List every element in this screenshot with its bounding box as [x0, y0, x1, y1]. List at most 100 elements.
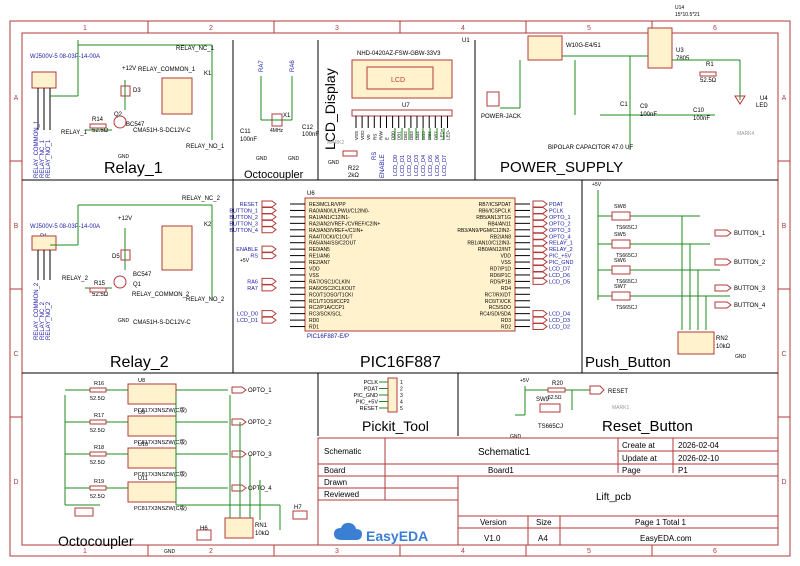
relay1-block: WJ500V-5 08-03P-14-00A P2 RELAY_COMMON_1…: [30, 40, 225, 178]
osc-c11-val: 100nF: [240, 137, 257, 143]
lcd-pin-label: R/W: [378, 131, 383, 141]
opto-net-flag: [231, 450, 247, 458]
osc-crystal: [271, 113, 283, 127]
lcd-pin-label: DB5: [421, 131, 426, 140]
pic-net-left: LCD_D1: [237, 318, 258, 324]
border-col-label: 4: [461, 25, 465, 32]
power-regulator: [647, 27, 673, 69]
pickit-pin-number: 2: [400, 387, 403, 393]
power-bridge: [527, 35, 563, 61]
tb-update-label: Update at: [622, 454, 657, 463]
opto-block: U8PC817X3NSZW(C版)R1652.5ΩOPTO_1U9PC817X3…: [58, 378, 308, 555]
opto-connector-h7: [292, 510, 308, 520]
pic-pin-right: VSS: [501, 260, 512, 266]
tb-page-label: Page: [622, 466, 641, 475]
opto-u-ref: U11: [138, 476, 148, 482]
pic-pin-right: RB3/AN9/PGM/C12IN2-: [457, 228, 511, 234]
relay1-no-net: RELAY_NO_1: [186, 144, 225, 150]
push-switch: [611, 265, 631, 275]
push-gnd: GND: [735, 354, 747, 360]
tb-page-total: Page 1 Total 1: [635, 518, 687, 527]
pic-block: U6 RE3/MCLR/VPPRESETRA0/AN0/ULPWU/C12IN0…: [229, 191, 573, 371]
relay1-pin-no: RELAY_NO_1: [46, 139, 52, 178]
tb-size-value: A4: [538, 534, 548, 543]
opto-h6: H6: [200, 526, 208, 532]
osc-c12-val: 100nF: [302, 132, 319, 138]
relay1-resistor-ref: R14: [92, 117, 104, 123]
pic-pin-right: RD2: [501, 325, 511, 331]
power-u14-ref: U14: [675, 5, 684, 11]
osc-block: RA7 RA6 X1 4MHz C11 100nF C12 100nF GND …: [240, 60, 319, 181]
pic-pin-right: RB4/AN11: [488, 221, 511, 227]
lcd-net-label: LCD_D0: [393, 155, 399, 176]
tb-schematic-value: Schematic1: [478, 447, 531, 458]
reset-net: RESET: [608, 389, 628, 395]
lcd-net-label: LCD_D4: [421, 155, 427, 176]
relay1-common-net: RELAY_COMMON_1: [138, 67, 196, 73]
relay1-transistor-part: BC547: [126, 122, 145, 128]
lcd-net-label: LCD_D1: [400, 155, 406, 176]
relay1-resistor-val: 52.5Ω: [92, 128, 109, 134]
opto-part: PC817X3NSZW(C版): [134, 406, 187, 414]
pic-pin-right: RD6/P1C: [490, 273, 512, 279]
opto-r-val: 52.5Ω: [90, 494, 105, 500]
opto-connector-h5: [74, 507, 94, 517]
octocoupler-top-title: Octocoupler: [244, 169, 304, 181]
opto-rn-val: 10kΩ: [255, 531, 270, 537]
lcd-pin-label: DB7: [433, 131, 438, 140]
power-c10-ref: C10: [693, 108, 705, 114]
pickit-title: Pickit_Tool: [362, 418, 429, 434]
opto-net-label: OPTO_3: [248, 452, 272, 458]
relay1-nc-net: RELAY_NC_1: [176, 46, 215, 52]
octocoupler-bottom-title: Octocoupler: [58, 533, 134, 549]
relay1-transistor: [113, 115, 127, 129]
pic-net-flag: [261, 200, 277, 208]
border-col-label: 5: [587, 25, 591, 32]
reset-block: +5V R20 52.5Ω SW9 TS665CJ RESET MARK1 GN…: [510, 378, 693, 440]
pic-pin-left: RD0: [309, 318, 319, 324]
relay1-vcc: +12V: [122, 66, 136, 72]
lcd-pin-label: V0: [366, 134, 371, 140]
tb-create-label: Create at: [622, 441, 656, 450]
relay2-transistor: [113, 275, 127, 289]
pickit-net: PIC_GND: [354, 393, 378, 399]
push-net-label: BUTTON_4: [734, 303, 766, 309]
lcd-pin-label: RS: [372, 134, 377, 140]
opto-net-flag: [231, 386, 247, 394]
pickit-pin-number: 3: [400, 393, 403, 399]
pic-pin-left: RE1/AN6: [309, 254, 330, 260]
osc-gnd-1: GND: [256, 156, 268, 162]
reset-switch: [539, 403, 561, 413]
power-title: POWER_SUPPLY: [500, 159, 623, 176]
opto-r-ref: R19: [94, 479, 104, 485]
pic-net-right: LCD_D2: [549, 325, 570, 331]
push-switch-ref: SW8: [614, 204, 626, 210]
power-r1-val: 52.5Ω: [700, 78, 717, 84]
pic-pin-left: RE0/AN5: [309, 247, 330, 253]
power-c9-val: 100nF: [640, 112, 657, 118]
pic-pins: RE3/MCLR/VPPRESETRA0/AN0/ULPWU/C12IN0-BU…: [229, 200, 573, 331]
pic-net-flag: [532, 232, 548, 240]
pic-pin-left: RC0/T1OSO/T1CKI: [309, 292, 353, 298]
border-row-label: D: [13, 479, 18, 486]
pic-net-right: OPTO_3: [549, 228, 571, 234]
relay2-pin-no: RELAY_NO_2: [46, 301, 52, 340]
relay2-diode-body: [120, 249, 131, 261]
border-col-label: 4: [461, 548, 465, 555]
push-switch-part: TS665CJ: [616, 279, 637, 285]
relay1-coil: [161, 77, 193, 115]
pic-net-flag: [261, 277, 277, 285]
lcd-pin-label: E: [385, 137, 390, 140]
relay2-block: WJ500V-5 08-03P-14-00A P1 RELAY_COMMON_2…: [30, 196, 225, 371]
opto-net-label: OPTO_1: [248, 388, 272, 394]
lcd-pins: VSSVDDV0RSR/WEDB0DB1DB2DB3DB4DB5DB6DB7LE…: [354, 116, 451, 176]
pic-net-right: LCD_D5: [549, 279, 570, 285]
pic-net-right: PDAT: [549, 202, 564, 208]
lcd-gnd: GND: [328, 160, 340, 166]
reset-sw-ref: SW9: [536, 397, 550, 403]
pic-net-flag: [532, 277, 548, 285]
pic-net-left: RESET: [240, 202, 259, 208]
pic-ref: U6: [307, 191, 315, 197]
